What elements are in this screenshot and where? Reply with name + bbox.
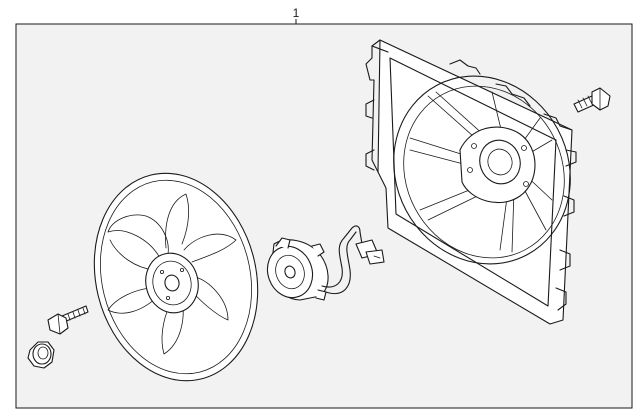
- fan-nut: [27, 341, 55, 369]
- fan-blade: [93, 172, 259, 382]
- motor-bolt: [47, 305, 89, 335]
- fan-motor: [266, 225, 385, 301]
- fan-shroud: [365, 39, 577, 325]
- callout-number: 1: [293, 6, 300, 20]
- shroud-bolt: [573, 87, 611, 113]
